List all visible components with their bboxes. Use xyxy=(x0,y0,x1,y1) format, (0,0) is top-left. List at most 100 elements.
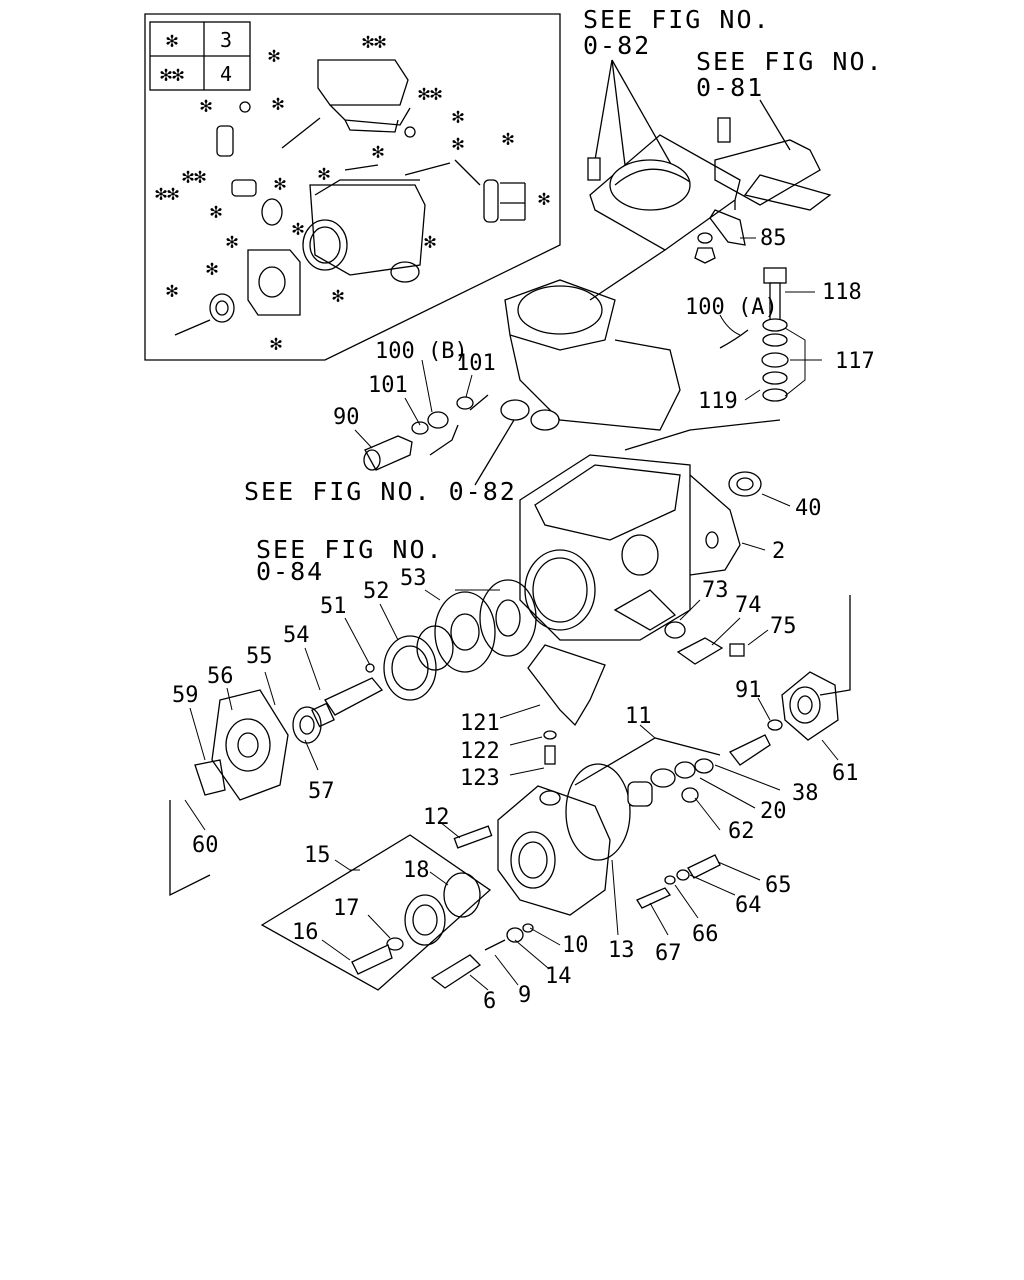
callout-17: 17 xyxy=(333,896,360,921)
reference-fig-0-82-mid: SEE FIG NO. 0-82 xyxy=(244,477,517,506)
reference-fig-0-81-line1: SEE FIG NO. xyxy=(696,47,884,76)
callout-leaders xyxy=(184,237,839,991)
callout-100b: 100 (B) xyxy=(375,339,468,364)
callout-15: 15 xyxy=(304,843,331,868)
cover-73-74-75 xyxy=(664,621,745,665)
inset-marker: ✻ xyxy=(210,199,222,223)
callout-90: 90 xyxy=(333,405,360,430)
callout-64: 64 xyxy=(735,893,762,918)
callout-118: 118 xyxy=(822,280,862,305)
callout-101-left: 101 xyxy=(368,373,408,398)
inset-marker: ✻ xyxy=(226,229,238,253)
callout-9: 9 xyxy=(518,983,531,1008)
callout-2: 2 xyxy=(772,539,785,564)
callout-123: 123 xyxy=(460,766,500,791)
reference-fig-0-82-top-line1: SEE FIG NO. xyxy=(583,5,771,34)
cover-61 xyxy=(728,595,851,766)
inset-marker: ✻ xyxy=(452,131,464,155)
inset-marker: ✻✻ xyxy=(182,164,206,188)
callout-6: 6 xyxy=(483,989,496,1014)
lower-fittings xyxy=(430,923,534,989)
reference-fig-0-82-top-line2: 0-82 xyxy=(583,31,651,60)
governor-weights xyxy=(194,689,289,801)
callout-67: 67 xyxy=(655,941,682,966)
inset-marker: ✻ xyxy=(166,278,178,302)
callout-14: 14 xyxy=(545,964,572,989)
callout-85: 85 xyxy=(760,226,787,251)
legend-symbol-2: ✻✻ xyxy=(160,62,184,86)
inset-markers: ✻✻ ✻ ✻ ✻✻ ✻ ✻ ✻ ✻ ✻✻ ✻✻ ✻ ✻ ✻ ✻ ✻ ✻ ✻ ✻ … xyxy=(155,29,550,355)
callout-117: 117 xyxy=(835,349,875,374)
callout-121: 121 xyxy=(460,711,500,736)
callout-52: 52 xyxy=(363,579,390,604)
inset-frame xyxy=(144,13,561,361)
callout-56: 56 xyxy=(207,664,234,689)
left-bracket-lines xyxy=(169,800,211,897)
legend-value-1: 3 xyxy=(220,28,232,52)
callout-66: 66 xyxy=(692,922,719,947)
inset-marker: ✻✻ xyxy=(155,181,179,205)
callout-11: 11 xyxy=(625,704,652,729)
inset-marker: ✻ xyxy=(452,104,464,128)
inset-marker: ✻✻ xyxy=(418,81,442,105)
callout-54: 54 xyxy=(283,623,310,648)
reference-notes: SEE FIG NO. 0-82 SEE FIG NO. 0-81 SEE FI… xyxy=(244,5,884,586)
delivery-parts xyxy=(363,394,489,471)
inset-marker: ✻ xyxy=(332,283,344,307)
callout-53: 53 xyxy=(400,566,427,591)
callout-38: 38 xyxy=(792,781,819,806)
legend-table: ✻ 3 ✻✻ 4 xyxy=(149,21,251,91)
callout-65: 65 xyxy=(765,873,792,898)
lever-group-11 xyxy=(565,737,721,861)
inset-marker: ✻ xyxy=(200,93,212,117)
inset-marker: ✻ xyxy=(502,126,514,150)
callout-119: 119 xyxy=(698,389,738,414)
inset-drawing xyxy=(174,59,526,336)
callout-57: 57 xyxy=(308,779,335,804)
callout-74: 74 xyxy=(735,593,762,618)
callout-59: 59 xyxy=(172,683,199,708)
callout-100a: 100 (A) xyxy=(685,295,778,320)
feed-pump-block xyxy=(453,785,611,916)
inset-marker: ✻✻ xyxy=(362,29,386,53)
callout-51: 51 xyxy=(320,594,347,619)
main-pump-body xyxy=(519,419,781,641)
callout-101-right: 101 xyxy=(456,351,496,376)
reference-leaders xyxy=(474,59,791,486)
callout-20: 20 xyxy=(760,799,787,824)
callout-16: 16 xyxy=(292,920,319,945)
inset-marker: ✻ xyxy=(538,186,550,210)
inset-marker: ✻ xyxy=(272,91,284,115)
callout-61: 61 xyxy=(832,761,859,786)
inset-marker: ✻ xyxy=(270,331,282,355)
callout-75: 75 xyxy=(770,614,797,639)
callout-60: 60 xyxy=(192,833,219,858)
callout-91: 91 xyxy=(735,678,762,703)
group-15-frame xyxy=(260,834,492,991)
reference-fig-0-81-line2: 0-81 xyxy=(696,73,764,102)
inset-marker: ✻ xyxy=(372,139,384,163)
callout-62: 62 xyxy=(728,819,755,844)
callout-73: 73 xyxy=(702,578,729,603)
inset-marker: ✻ xyxy=(268,43,280,67)
drive-plates xyxy=(383,579,537,701)
callout-122: 122 xyxy=(460,739,500,764)
callout-18: 18 xyxy=(403,858,430,883)
adjust-screws xyxy=(636,854,721,909)
inset-marker: ✻ xyxy=(274,171,286,195)
callout-13: 13 xyxy=(608,938,635,963)
legend-symbol-1: ✻ xyxy=(166,28,178,52)
reference-fig-0-84-line2: 0-84 xyxy=(256,557,324,586)
inset-marker: ✻ xyxy=(206,256,218,280)
bolt-washer-stack xyxy=(719,267,789,402)
callout-10: 10 xyxy=(562,933,589,958)
upper-housing xyxy=(500,279,681,431)
cover-assembly xyxy=(587,134,741,301)
bracket-121 xyxy=(527,644,606,765)
inset-marker: ✻ xyxy=(292,216,304,240)
bracket-assembly xyxy=(694,117,832,264)
callout-40: 40 xyxy=(795,496,822,521)
callout-12: 12 xyxy=(423,805,450,830)
inset-marker: ✻ xyxy=(424,229,436,253)
